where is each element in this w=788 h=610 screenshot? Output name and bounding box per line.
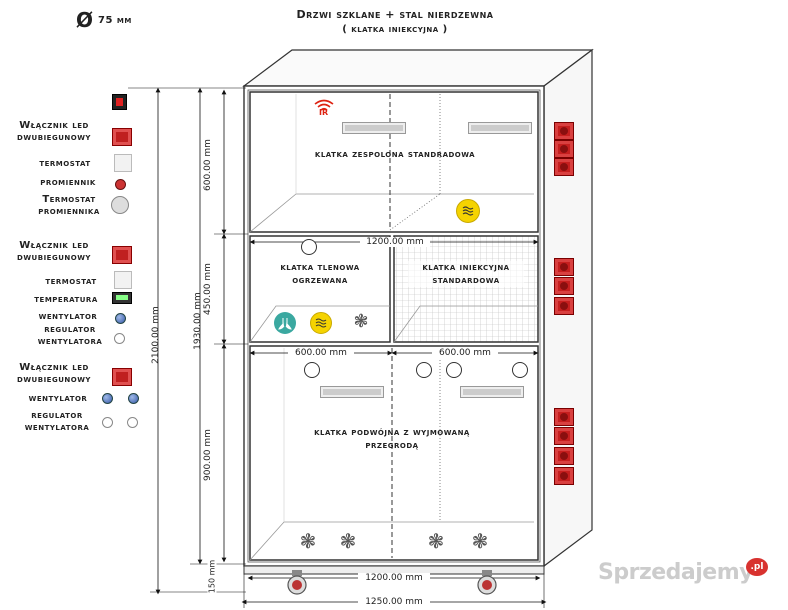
legend-thermostat-2: termostat (45, 276, 97, 287)
socket-mid-2-icon (554, 277, 574, 295)
mid-right-compartment (393, 235, 539, 343)
switch-led-2-icon (112, 246, 132, 264)
heater-mat-icon-mid (310, 312, 332, 334)
vent-grille-bottom-right (460, 386, 524, 398)
bottom-compartment (249, 345, 539, 561)
page-title: Drzwi szklane + stal nierdzewna (296, 8, 494, 21)
dim-half-left: 600.00 mm (288, 348, 354, 358)
legend-fan-regulator-1: regulator wentylatora (37, 324, 103, 347)
snowflake-fan-icon-bottom-3: ❃ (427, 529, 445, 553)
caster-wheel-left-icon (286, 570, 308, 596)
dim-total-height: 2100.00 mm (151, 306, 161, 364)
dim-middle-section: 450.00 mm (203, 249, 213, 329)
room-label-top: klatka zespolona standradowa (314, 149, 476, 160)
diameter-symbol: Ø (76, 8, 94, 32)
room-label-mid-left: klatka tlenowa ogrzewana (280, 262, 360, 286)
heater-mat-icon-top (456, 199, 480, 223)
page-subtitle: ( klatka iniekcyjna ) (342, 24, 448, 35)
switch-led-3-icon (112, 368, 132, 386)
top-compartment (249, 91, 539, 233)
snowflake-fan-icon-bottom-4: ❃ (471, 529, 489, 553)
room-label-bottom: klatka podwójna z wyjmowaną przegrodą (314, 427, 470, 451)
legend-radiator: promiennik (40, 177, 96, 188)
vent-grille-top-left (342, 122, 406, 134)
diameter-label: Ø (76, 10, 93, 30)
fan-1-knob-icon (115, 313, 126, 324)
socket-mid-1-icon (554, 258, 574, 276)
watermark-badge: .pl (746, 558, 768, 576)
room-label-mid-right: klatka iniekcyjna standardowa (408, 261, 524, 287)
vent-grille-top-right (468, 122, 532, 134)
fan-regulator-2-knob-a-icon (102, 417, 113, 428)
dim-top-section: 600.00 mm (203, 125, 213, 205)
led-indicator-top (112, 94, 127, 110)
radiator-icon (115, 179, 126, 190)
snowflake-fan-icon-bottom-2: ❃ (339, 529, 357, 553)
dim-half-right: 600.00 mm (432, 348, 498, 358)
dim-inner-width-mid: 1200.00 mm (360, 237, 430, 247)
socket-bottom-1-icon (554, 408, 574, 426)
fan-icon-bottom-4 (512, 362, 528, 378)
thermostat-1-icon (114, 154, 132, 172)
legend-thermostat-1: termostat (39, 158, 91, 169)
dim-base: 150 mm (207, 556, 217, 597)
ir-text: IR (319, 108, 329, 117)
dim-total-width: 1250.00 mm (358, 597, 430, 607)
fan-regulator-2-knob-b-icon (127, 417, 138, 428)
socket-bottom-2-icon (554, 427, 574, 445)
thermostat-radiator-icon (111, 196, 129, 214)
watermark-badge-text: .pl (750, 562, 764, 572)
cabinet-top-face (242, 49, 594, 87)
socket-top-3-icon (554, 158, 574, 176)
legend-switch-led-3: Włącznik led dwubiegunowy (17, 362, 91, 385)
legend-switch-led-2: Włącznik led dwubiegunowy (17, 240, 91, 263)
socket-top-2-icon (554, 140, 574, 158)
fan-icon-bottom-1 (304, 362, 320, 378)
ir-heater-icon: IR (312, 97, 336, 119)
watermark: Sprzedajemy (598, 560, 754, 585)
vent-grille-bottom-left (320, 386, 384, 398)
snowflake-fan-icon-mid: ❃ (353, 311, 369, 332)
temperature-display-icon (112, 292, 132, 304)
legend-fan-2: wentylator (28, 393, 88, 404)
socket-bottom-3-icon (554, 447, 574, 465)
oxygen-icon (274, 312, 296, 334)
legend-thermostat-radiator: Termostat promiennika (38, 194, 100, 217)
socket-mid-3-icon (554, 297, 574, 315)
legend-fan-regulator-2: regulator wentylatora (24, 410, 90, 433)
thermostat-2-icon (114, 271, 132, 289)
switch-led-1-icon (112, 128, 132, 146)
legend-fan-1: wentylator (38, 311, 98, 322)
fan-icon-mid-left (301, 239, 317, 255)
dim-inner-height: 1930.00 mm (193, 292, 203, 350)
fan-icon-bottom-3 (446, 362, 462, 378)
legend-temperature: temperatura (34, 294, 98, 305)
fan-2-knob-a-icon (102, 393, 113, 404)
dim-bottom-section: 900.00 mm (203, 415, 213, 495)
fan-2-knob-b-icon (128, 393, 139, 404)
diameter-value: 75 mm (98, 15, 132, 26)
watermark-text: Sprzedajemy (598, 560, 754, 585)
dim-inner-width-bottom: 1200.00 mm (358, 573, 430, 583)
caster-wheel-right-icon (476, 570, 498, 596)
fan-icon-bottom-2 (416, 362, 432, 378)
socket-bottom-4-icon (554, 467, 574, 485)
fan-regulator-1-knob-icon (114, 333, 125, 344)
snowflake-fan-icon-bottom-1: ❃ (299, 529, 317, 553)
legend-switch-led-1: Włącznik led dwubiegunowy (17, 120, 91, 143)
socket-top-1-icon (554, 122, 574, 140)
